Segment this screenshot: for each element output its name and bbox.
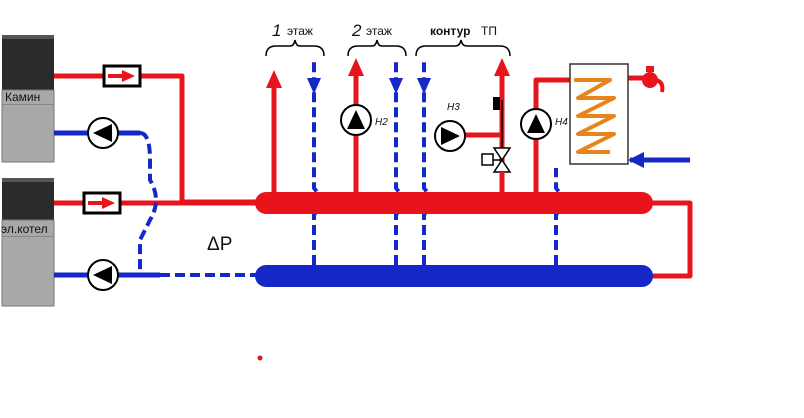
h4-supply-riser bbox=[533, 77, 570, 192]
tp-supply-arrowhead bbox=[494, 58, 510, 76]
flow-arrows bbox=[266, 58, 644, 168]
floor2-brace bbox=[347, 39, 407, 57]
pump-h2 bbox=[340, 104, 372, 136]
electric-boiler-body bbox=[2, 220, 54, 306]
floor2-label: этаж bbox=[366, 24, 392, 38]
tank-heating-coil bbox=[574, 78, 616, 154]
electric-boiler-check-valve bbox=[82, 191, 122, 215]
floor1-label: этаж bbox=[287, 24, 313, 38]
red-dot bbox=[257, 355, 263, 361]
fireplace-return-pump bbox=[87, 117, 119, 149]
tp-return-arrowhead bbox=[417, 78, 431, 94]
kontur-tp-label: ТП bbox=[481, 24, 497, 38]
circuit-braces bbox=[265, 39, 511, 57]
fireplace-boiler-body bbox=[2, 90, 54, 162]
electric-boiler-label: эл.котел bbox=[1, 222, 48, 236]
hot-manifold bbox=[255, 192, 653, 214]
manifold-loop-pipe bbox=[645, 200, 693, 279]
fireplace-return-dashed bbox=[138, 131, 158, 275]
pump-h3 bbox=[434, 120, 466, 152]
pump-h4 bbox=[520, 108, 552, 140]
fireplace-boiler-top bbox=[2, 35, 54, 90]
floor2-return-arrowhead bbox=[389, 78, 403, 94]
three-way-mixing-valve bbox=[481, 97, 512, 192]
kontur-label: контур bbox=[430, 24, 470, 38]
tp-brace bbox=[415, 39, 511, 57]
floor1-return-arrowhead bbox=[307, 78, 321, 94]
hot-water-tap bbox=[642, 66, 665, 93]
pump-h4-label: H4 bbox=[555, 117, 568, 128]
floor2-supply-arrowhead bbox=[348, 58, 364, 76]
floor1-brace bbox=[265, 39, 325, 57]
hot-water-tank bbox=[569, 63, 629, 165]
fireplace-supply-pipe bbox=[54, 73, 262, 205]
pressure-diff-label: ΔP bbox=[207, 234, 232, 255]
electric-return-pump bbox=[87, 259, 119, 291]
pump-h2-label: H2 bbox=[375, 117, 388, 128]
cold-water-arrowhead bbox=[628, 152, 644, 168]
electric-boiler bbox=[1, 178, 55, 307]
floor2-number: 2 bbox=[351, 21, 362, 40]
floor1-number: 1 bbox=[272, 21, 281, 40]
electric-boiler-top bbox=[2, 178, 54, 220]
fireplace-label: Камин bbox=[5, 90, 40, 104]
h4-return-dashed bbox=[554, 168, 563, 265]
fireplace-boiler bbox=[1, 35, 55, 163]
floor1-supply-arrowhead bbox=[266, 70, 282, 88]
fireplace-check-valve bbox=[102, 64, 142, 88]
cold-manifold bbox=[255, 265, 653, 287]
pump-h3-label: H3 bbox=[447, 102, 460, 113]
